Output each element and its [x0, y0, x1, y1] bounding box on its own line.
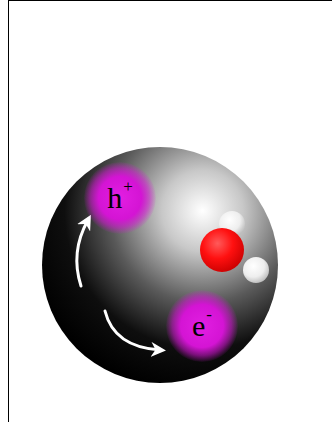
migration-arrow — [77, 220, 88, 286]
charge-sign: - — [206, 306, 212, 323]
carrier-symbol: e — [192, 311, 205, 341]
migration-arrow — [105, 311, 160, 350]
frame-line — [8, 0, 332, 1]
semiconductor-sphere — [42, 147, 278, 383]
carrier-symbol: h — [107, 183, 122, 213]
charge-carrier: h+ — [84, 162, 156, 234]
charge-carrier: e- — [166, 290, 238, 362]
frame-line — [8, 0, 9, 422]
oxygen-atom — [200, 228, 244, 272]
hydrogen-atom — [243, 257, 269, 283]
charge-sign: + — [123, 178, 133, 195]
water-molecule — [200, 211, 269, 283]
